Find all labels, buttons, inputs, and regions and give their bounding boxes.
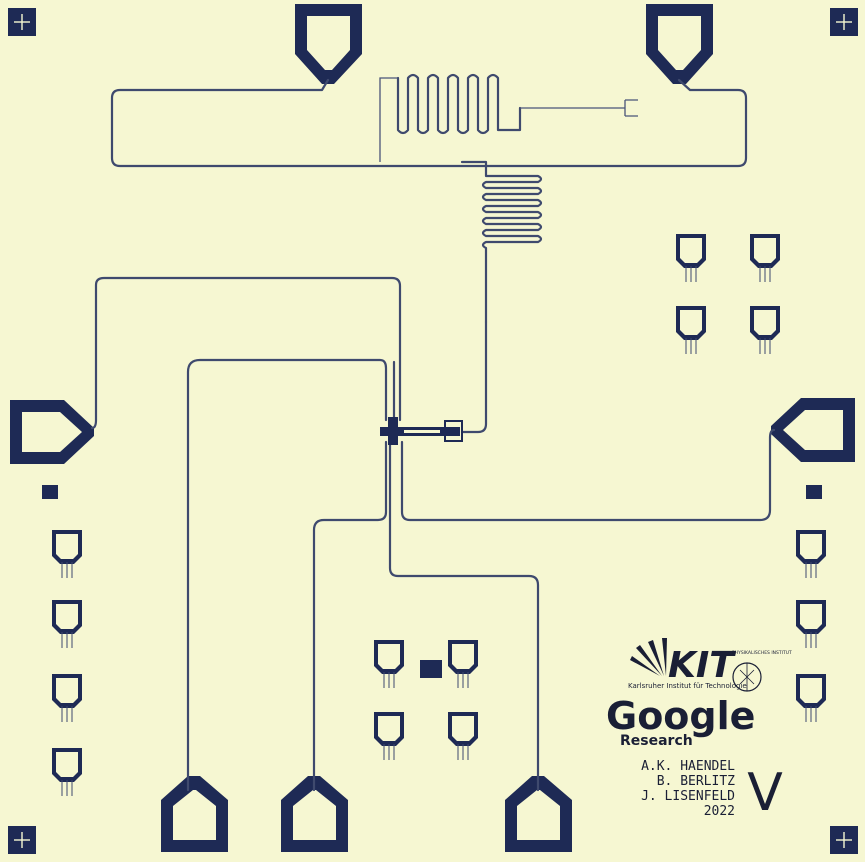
test-junction bbox=[796, 600, 826, 648]
kit-wordmark: KIT bbox=[668, 645, 736, 686]
bond-pad-bottom-3 bbox=[505, 776, 572, 852]
research-wordmark: Research bbox=[620, 733, 693, 749]
credit-line-2: B. BERLITZ bbox=[657, 774, 735, 789]
credits: A.K. HAENDEL B. BERLITZ J. LISENFELD 202… bbox=[641, 759, 783, 823]
physikalisches-institut-emblem: PHYSIKALISCHES INSTITUT bbox=[732, 650, 792, 692]
control-lines bbox=[90, 276, 776, 792]
bond-pads bbox=[10, 4, 855, 852]
google-wordmark: Google bbox=[606, 694, 755, 738]
test-junction bbox=[676, 306, 706, 354]
bond-pad-bottom-1 bbox=[161, 776, 228, 852]
credit-year: 2022 bbox=[704, 804, 735, 819]
test-junction bbox=[750, 306, 780, 354]
credit-initial: V bbox=[747, 763, 783, 823]
credit-line-1: A.K. HAENDEL bbox=[641, 759, 735, 774]
test-junction bbox=[750, 234, 780, 282]
test-junction bbox=[52, 530, 82, 578]
corner-mark-top-right bbox=[830, 8, 858, 36]
corner-mark-top-left bbox=[8, 8, 36, 36]
bond-pad-top-left bbox=[295, 4, 362, 84]
corner-mark-bottom-left bbox=[8, 826, 36, 854]
test-junction bbox=[796, 530, 826, 578]
resonator-top bbox=[379, 73, 638, 162]
bond-pad-top-right bbox=[646, 4, 713, 84]
google-research-logo: Google Research bbox=[606, 694, 755, 749]
bond-pad-left bbox=[10, 400, 94, 464]
kit-logo: KIT Karlsruher Institut für Technologie bbox=[628, 638, 747, 690]
test-junction bbox=[796, 674, 826, 722]
test-junction bbox=[52, 674, 82, 722]
feedline bbox=[110, 78, 748, 168]
test-junctions bbox=[52, 234, 826, 796]
small-markers bbox=[42, 485, 822, 678]
test-junction bbox=[448, 640, 478, 688]
bond-pad-right bbox=[771, 398, 855, 462]
bond-pad-bottom-2 bbox=[281, 776, 348, 852]
kit-rays-icon bbox=[630, 638, 667, 676]
resonator-vertical bbox=[460, 160, 543, 434]
test-junction bbox=[448, 712, 478, 760]
corner-mark-bottom-right bbox=[830, 826, 858, 854]
test-junction bbox=[374, 640, 404, 688]
test-junction bbox=[52, 600, 82, 648]
qubit bbox=[380, 417, 463, 445]
emblem-text: PHYSIKALISCHES INSTITUT bbox=[732, 650, 792, 656]
test-junction bbox=[676, 234, 706, 282]
test-junction bbox=[52, 748, 82, 796]
alignment-marks bbox=[8, 8, 858, 854]
test-junction bbox=[374, 712, 404, 760]
credit-line-3: J. LISENFELD bbox=[641, 789, 735, 804]
kit-tagline: Karlsruher Institut für Technologie bbox=[628, 682, 747, 690]
